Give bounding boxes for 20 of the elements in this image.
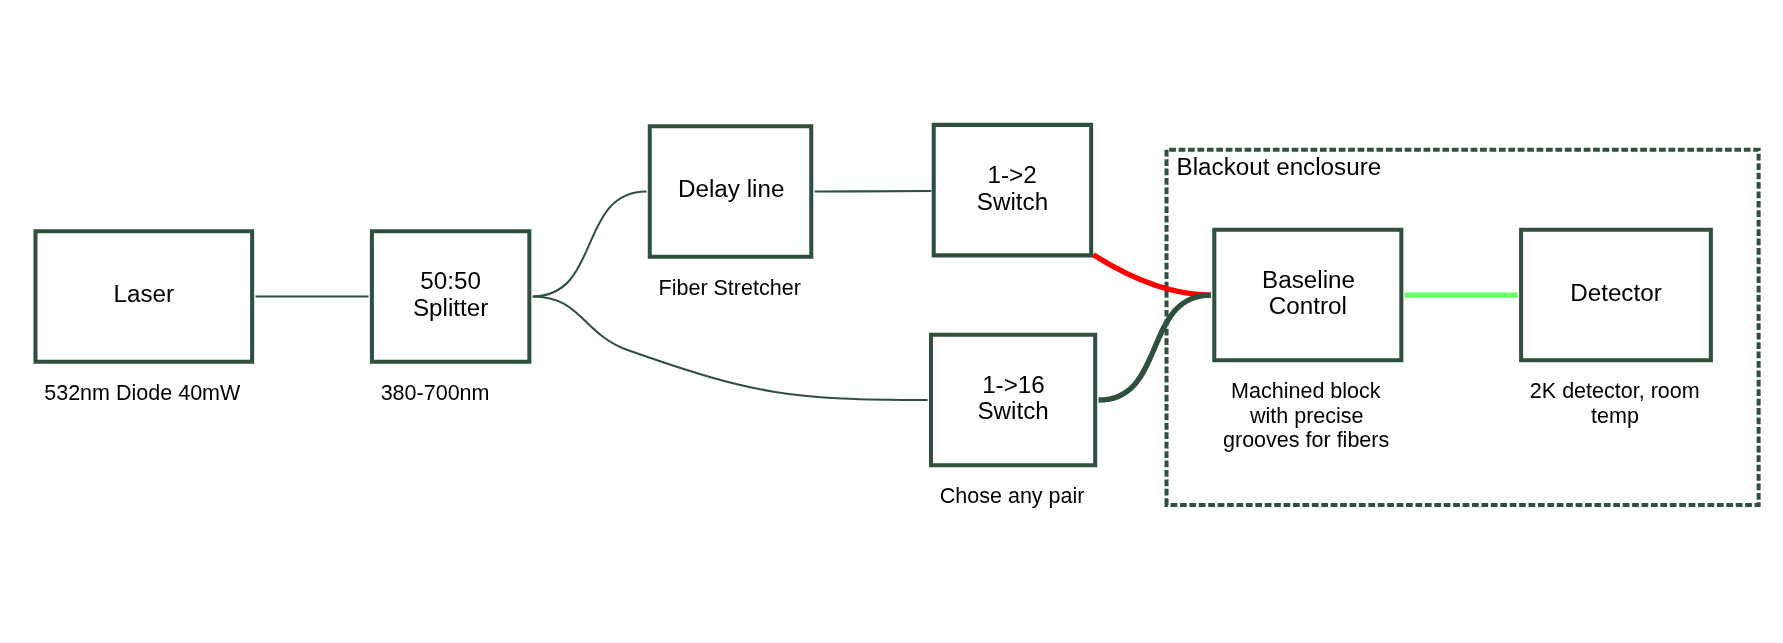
- node-label: 380-700nm: [380, 380, 489, 405]
- node-box: Laser: [32, 228, 254, 364]
- node-box: 1->2 Switch: [931, 122, 1093, 257]
- node-box: Detector: [1518, 227, 1713, 362]
- connector: [1404, 291, 1518, 298]
- node-box: 50:50 Splitter: [369, 228, 531, 364]
- connector: [1097, 291, 1211, 403]
- node-label: 532nm Diode 40mW: [43, 380, 240, 405]
- node-label: 2K detector, room temp: [1529, 378, 1700, 428]
- connector: [532, 294, 928, 401]
- connector: [255, 294, 369, 297]
- node-box: Baseline Control: [1211, 227, 1403, 362]
- node-label: Machined block with precise grooves for fibers: [1222, 378, 1389, 452]
- node-box: Delay line: [647, 123, 813, 259]
- node-box: 1->16 Switch: [928, 332, 1097, 467]
- connector: [814, 189, 931, 192]
- connector: [1091, 252, 1211, 298]
- connector: [532, 189, 647, 297]
- node-label: Chose any pair: [939, 483, 1084, 508]
- node-label: Fiber Stretcher: [658, 275, 801, 300]
